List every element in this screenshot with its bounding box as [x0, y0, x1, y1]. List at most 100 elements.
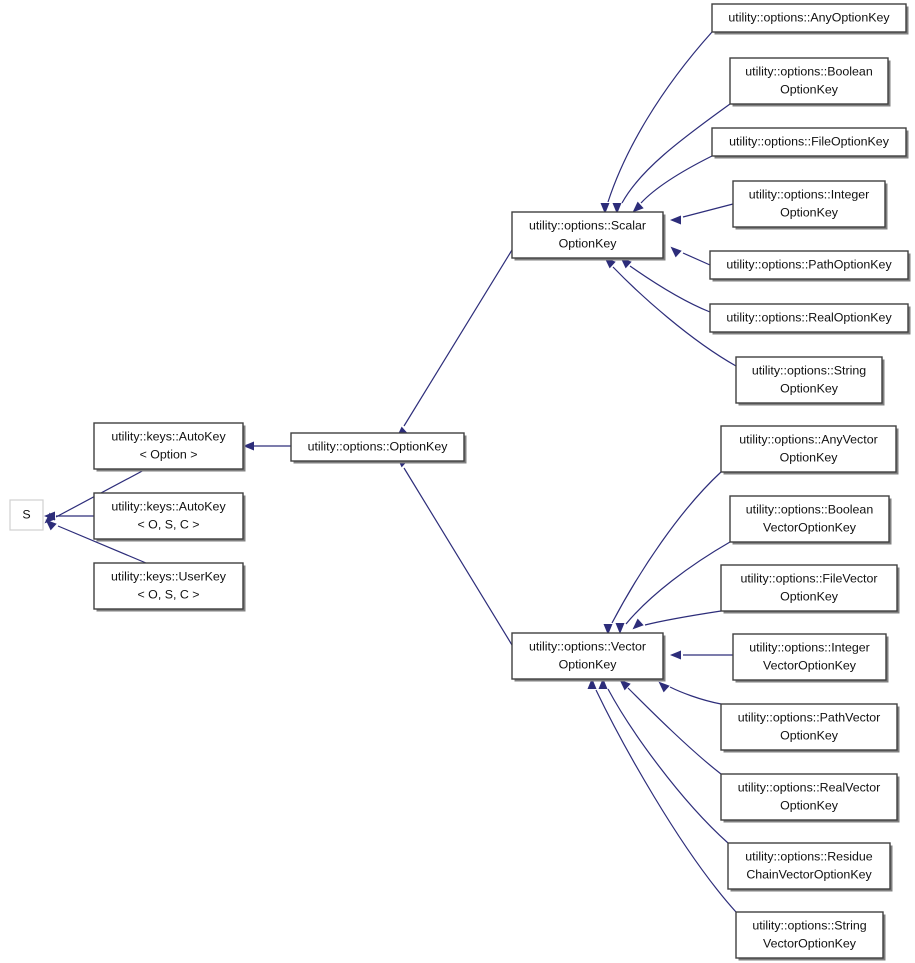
inheritance-edge — [670, 650, 733, 660]
node-label-line: utility::options::PathVector — [738, 710, 881, 724]
node-click-target[interactable] — [733, 181, 885, 227]
edge-arrowhead-icon — [603, 624, 613, 635]
node-click-target[interactable] — [291, 433, 464, 461]
node-box[interactable] — [709, 303, 909, 333]
class-node-realvector-optionkey[interactable]: utility::options::RealVectorOptionKey — [720, 773, 900, 823]
class-node-vector-optionkey[interactable]: utility::options::VectorOptionKey — [511, 632, 666, 682]
edge-arrowhead-icon — [44, 511, 55, 521]
node-box[interactable] — [732, 180, 886, 228]
edge-arrowhead-icon — [658, 681, 670, 693]
node-box[interactable] — [720, 703, 898, 751]
node-label-line: utility::options::Residue — [745, 849, 873, 863]
node-box[interactable] — [729, 57, 889, 105]
inheritance-edge — [670, 246, 711, 266]
class-node-autokey-option[interactable]: utility::keys::AutoKey< Option > — [93, 422, 246, 472]
node-label-line: utility::options::Vector — [529, 639, 646, 653]
node-box[interactable] — [9, 499, 44, 531]
node-box[interactable] — [735, 356, 883, 404]
class-node-string-optionkey[interactable]: utility::options::StringOptionKey — [735, 356, 885, 406]
node-click-target[interactable] — [712, 128, 906, 156]
node-click-target[interactable] — [721, 565, 897, 611]
inheritance-edge — [632, 610, 722, 630]
class-node-real-optionkey[interactable]: utility::options::RealOptionKey — [709, 303, 911, 335]
class-node-file-optionkey[interactable]: utility::options::FileOptionKey — [711, 127, 909, 159]
node-box[interactable] — [709, 250, 909, 280]
class-node-scalar-optionkey[interactable]: utility::options::ScalarOptionKey — [511, 211, 666, 261]
node-box[interactable] — [511, 632, 664, 680]
node-click-target[interactable] — [736, 912, 883, 958]
node-box[interactable] — [727, 842, 891, 890]
class-node-stringvector-optionkey[interactable]: utility::options::StringVectorOptionKey — [735, 911, 886, 961]
node-box[interactable] — [720, 564, 898, 612]
node-box[interactable] — [93, 492, 244, 540]
edge-arrowhead-icon — [615, 623, 625, 634]
node-box[interactable] — [720, 773, 898, 821]
edge-line — [612, 266, 737, 367]
inheritance-edge — [620, 257, 711, 313]
class-node-boolean-optionkey[interactable]: utility::options::BooleanOptionKey — [729, 57, 891, 107]
node-box[interactable] — [290, 432, 465, 462]
class-node-any-optionkey[interactable]: utility::options::AnyOptionKey — [711, 3, 909, 35]
edge-line — [682, 252, 711, 266]
class-node-pathvector-optionkey[interactable]: utility::options::PathVectorOptionKey — [720, 703, 900, 753]
inheritance-edge — [670, 203, 734, 225]
edge-line — [682, 203, 734, 218]
node-click-target[interactable] — [736, 357, 882, 403]
node-click-target[interactable] — [721, 774, 897, 820]
node-click-target[interactable] — [10, 500, 43, 530]
node-box[interactable] — [720, 425, 897, 473]
node-click-target[interactable] — [94, 423, 243, 469]
class-node-path-optionkey[interactable]: utility::options::PathOptionKey — [709, 250, 911, 282]
node-box[interactable] — [93, 562, 244, 610]
node-click-target[interactable] — [512, 212, 663, 258]
class-node-filevector-optionkey[interactable]: utility::options::FileVectorOptionKey — [720, 564, 900, 614]
node-click-target[interactable] — [710, 304, 908, 332]
node-box[interactable] — [732, 633, 887, 681]
node-label-line: utility::keys::AutoKey — [111, 499, 226, 513]
node-click-target[interactable] — [730, 58, 888, 104]
class-node-s-base[interactable]: S — [9, 499, 44, 531]
edge-line — [621, 103, 731, 204]
class-node-integervector-optionkey[interactable]: utility::options::IntegerVectorOptionKey — [732, 633, 889, 683]
node-click-target[interactable] — [94, 493, 243, 539]
class-node-integer-optionkey[interactable]: utility::options::IntegerOptionKey — [732, 180, 888, 230]
class-node-anyvector-optionkey[interactable]: utility::options::AnyVectorOptionKey — [720, 425, 899, 475]
node-label-line: OptionKey — [780, 450, 839, 464]
node-click-target[interactable] — [721, 426, 896, 472]
node-box[interactable] — [93, 422, 244, 470]
edges-layer — [44, 31, 737, 913]
node-click-target[interactable] — [733, 634, 886, 680]
node-click-target[interactable] — [728, 843, 890, 889]
node-click-target[interactable] — [94, 563, 243, 609]
node-box[interactable] — [511, 211, 664, 259]
inheritance-edge — [396, 456, 513, 646]
edge-line — [611, 471, 722, 624]
node-box[interactable] — [711, 127, 907, 157]
nodes-layer: Sutility::keys::AutoKey< Option >utility… — [9, 3, 911, 961]
node-label-line: OptionKey — [780, 205, 839, 219]
node-box[interactable] — [729, 495, 890, 543]
edge-line — [607, 688, 729, 844]
node-click-target[interactable] — [712, 4, 906, 32]
class-node-residuechainvector-optionkey[interactable]: utility::options::ResidueChainVectorOpti… — [727, 842, 893, 892]
edge-line — [669, 686, 722, 705]
edge-line — [625, 541, 731, 625]
class-node-autokey-osc[interactable]: utility::keys::AutoKey< O, S, C > — [93, 492, 246, 542]
node-click-target[interactable] — [721, 704, 897, 750]
node-click-target[interactable] — [710, 251, 908, 279]
class-node-booleanvector-optionkey[interactable]: utility::options::BooleanVectorOptionKey — [729, 495, 892, 545]
node-label-line: utility::options::Integer — [749, 640, 870, 654]
inheritance-edge — [619, 679, 722, 775]
node-click-target[interactable] — [730, 496, 889, 542]
node-label-line: VectorOptionKey — [763, 658, 857, 672]
node-label-line: OptionKey — [780, 728, 839, 742]
node-box[interactable] — [711, 3, 907, 33]
node-click-target[interactable] — [512, 633, 663, 679]
node-label-line: OptionKey — [780, 798, 839, 812]
edge-line — [629, 265, 711, 313]
class-node-optionkey[interactable]: utility::options::OptionKey — [290, 432, 467, 464]
class-node-userkey-osc[interactable]: utility::keys::UserKey< O, S, C > — [93, 562, 246, 612]
node-box[interactable] — [735, 911, 884, 959]
